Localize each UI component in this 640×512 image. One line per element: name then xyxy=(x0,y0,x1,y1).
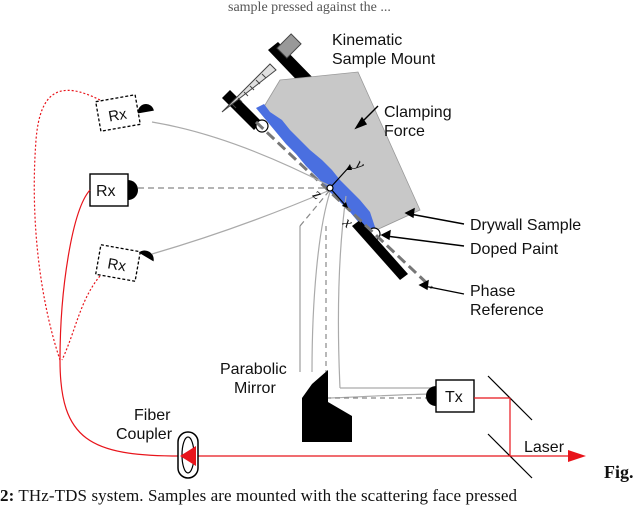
receiver-top: Rx xyxy=(94,94,154,132)
receiver-bottom: Rx xyxy=(94,244,154,282)
figure-label: Fig. xyxy=(604,462,634,482)
top-text-fragment: sample pressed against the ... xyxy=(228,0,391,15)
screw xyxy=(221,33,302,113)
receiver-middle: Rx xyxy=(89,173,138,207)
laser-arrowhead xyxy=(568,450,586,462)
label-clamping-2: Force xyxy=(384,123,425,140)
label-drywall: Drywall Sample xyxy=(470,217,581,234)
mount-lower-bar xyxy=(352,220,408,280)
label-fiber-1: Fiber xyxy=(134,407,171,424)
label-phase-2: Reference xyxy=(470,302,544,319)
label-kinematic-2: Sample Mount xyxy=(332,51,436,68)
figure-number: 2: xyxy=(0,486,15,505)
rx-middle-label: Rx xyxy=(96,183,116,200)
figure-caption-text: THz-TDS system. Samples are mounted with… xyxy=(14,486,518,505)
label-clamping-1: Clamping xyxy=(384,104,452,121)
rx-top-label: Rx xyxy=(107,106,128,126)
tx-label: Tx xyxy=(445,389,463,406)
annotation-arrows xyxy=(354,105,465,295)
mount-left-bar xyxy=(222,90,262,130)
drywall-sample xyxy=(261,71,421,233)
axis-x-label: x xyxy=(339,213,356,231)
label-laser: Laser xyxy=(524,439,565,456)
label-doped-paint: Doped Paint xyxy=(470,241,559,258)
fiber-coupler xyxy=(177,431,199,479)
parabolic-mirror xyxy=(302,370,352,442)
transmitter: Tx xyxy=(426,379,475,413)
laser-path xyxy=(33,89,580,457)
label-phase-1: Phase xyxy=(470,283,515,300)
label-fiber-2: Coupler xyxy=(116,426,173,443)
label-parabolic-1: Parabolic xyxy=(220,361,287,378)
thz-beam-paths xyxy=(128,121,437,399)
label-kinematic-1: Kinematic xyxy=(332,32,402,49)
label-parabolic-2: Mirror xyxy=(234,380,276,397)
rx-bottom-label: Rx xyxy=(106,255,127,275)
figure-caption: 2: THz-TDS system. Samples are mounted w… xyxy=(0,486,640,506)
